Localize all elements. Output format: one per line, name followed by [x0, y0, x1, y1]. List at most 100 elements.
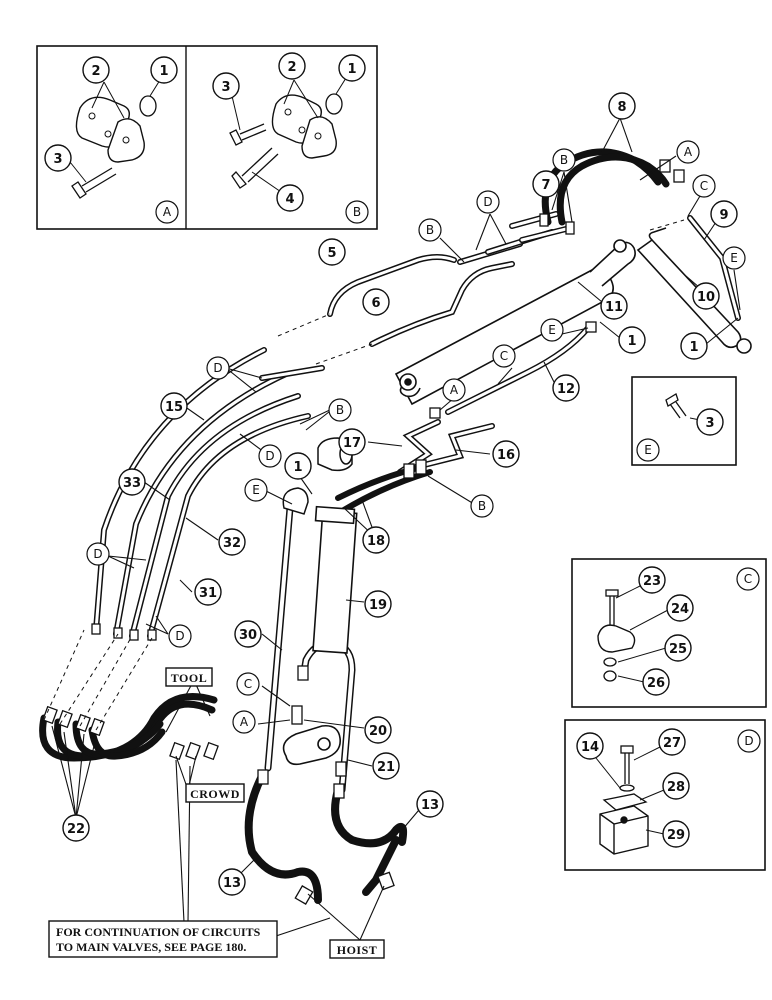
callout-1-hoist: 1	[284, 452, 312, 480]
callout-33: 33	[118, 468, 146, 496]
letter-label: B	[478, 499, 486, 513]
plate-d	[602, 793, 648, 811]
callout-label: 16	[497, 448, 515, 463]
callout-1-mid: 1	[618, 326, 646, 354]
callout-label: 27	[663, 736, 681, 751]
letter-e-mid: E	[540, 318, 564, 342]
letter-d-upper-left: D	[206, 356, 230, 380]
callout-18: 18	[362, 526, 390, 554]
inset-ab-leaders	[69, 77, 347, 195]
hoist-cylinder-19	[282, 505, 358, 766]
o-ring-a	[139, 95, 157, 117]
label-crowd: CROWD	[185, 783, 245, 803]
letter-label: C	[744, 572, 752, 586]
clamp-c	[597, 624, 636, 653]
callout-10: 10	[692, 282, 720, 310]
letter-c-lower: C	[236, 672, 260, 696]
callout-2-inset-a: 2	[82, 56, 110, 84]
split-flange-halves-a	[75, 96, 145, 163]
letter-label: C	[500, 349, 508, 363]
callout-11: 11	[600, 292, 628, 320]
callout-label: 28	[667, 780, 685, 795]
callout-label: 31	[199, 586, 217, 601]
letter-label: A	[240, 715, 249, 729]
callout-3-inset-a: 3	[44, 144, 72, 172]
callout-22: 22	[62, 814, 90, 842]
letter-label: D	[213, 361, 222, 375]
callout-32: 32	[218, 528, 246, 556]
letter-label: E	[252, 483, 260, 497]
bolt-e	[665, 393, 687, 419]
number-callouts: 1 2 3 3 2 1 4 8 7 9 5 6 10 11 1 1 12 3 1…	[44, 52, 738, 896]
callout-31: 31	[194, 578, 222, 606]
callout-label: 1	[627, 334, 636, 349]
callout-8: 8	[608, 92, 636, 120]
callout-label: 29	[667, 828, 685, 843]
letter-label: D	[483, 195, 492, 209]
callout-label: 6	[371, 296, 380, 311]
label-tool-text: TOOL	[171, 671, 207, 685]
callout-label: 4	[285, 192, 294, 207]
label-crowd-text: CROWD	[190, 787, 240, 801]
callout-3-inset-e: 3	[696, 408, 724, 436]
bolt-d	[620, 745, 634, 784]
callout-27: 27	[658, 728, 686, 756]
callout-1-inset-a: 1	[150, 56, 178, 84]
inset-a-b	[36, 45, 378, 230]
callout-label: 20	[369, 724, 387, 739]
callout-3-inset-b: 3	[212, 72, 240, 100]
continuation-note: FOR CONTINUATION OF CIRCUITS TO MAIN VAL…	[48, 920, 278, 958]
letter-c-inset: C	[736, 567, 760, 591]
callout-label: 9	[719, 208, 728, 223]
callout-label: 15	[165, 400, 183, 415]
letter-e-right: E	[722, 246, 746, 270]
callout-label: 22	[67, 822, 85, 837]
callout-7: 7	[532, 170, 560, 198]
callout-label: 12	[557, 382, 575, 397]
washer-c	[603, 657, 617, 667]
callout-label: 21	[377, 760, 395, 775]
callout-21: 21	[372, 752, 400, 780]
callout-28: 28	[662, 772, 690, 800]
callout-17: 17	[338, 428, 366, 456]
callout-5: 5	[318, 238, 346, 266]
callout-1-right: 1	[680, 332, 708, 360]
callout-16: 16	[492, 440, 520, 468]
letter-d-left: D	[86, 542, 110, 566]
label-tool: TOOL	[165, 667, 213, 687]
callout-6: 6	[362, 288, 390, 316]
callout-12: 12	[552, 374, 580, 402]
inset-d	[564, 719, 766, 871]
fitting-ends	[42, 159, 685, 905]
callout-13-left: 13	[218, 868, 246, 896]
callout-label: 23	[643, 574, 661, 589]
callout-label: 1	[159, 64, 168, 79]
callout-label: 13	[223, 876, 241, 891]
callout-label: 1	[293, 460, 302, 475]
callout-label: 25	[669, 642, 687, 657]
letter-b-right-mid: B	[470, 494, 494, 518]
letter-d-top: D	[476, 190, 500, 214]
callout-15: 15	[160, 392, 188, 420]
letter-label: A	[163, 205, 172, 219]
letter-b-left-mid: B	[328, 398, 352, 422]
clamp-block-d	[599, 805, 649, 855]
callout-label: 32	[223, 536, 241, 551]
callout-13-right: 13	[416, 790, 444, 818]
letter-label: D	[93, 547, 102, 561]
letter-a-top: A	[676, 140, 700, 164]
letter-a-lower: A	[232, 710, 256, 734]
inset-e	[631, 376, 737, 466]
callout-label: 18	[367, 534, 385, 549]
nut-c	[603, 670, 617, 682]
callout-9: 9	[710, 200, 738, 228]
letter-label: E	[548, 323, 556, 337]
elbow-30-top	[282, 487, 309, 515]
callout-label: 19	[369, 598, 387, 613]
callout-label: 7	[541, 178, 550, 193]
letter-label: A	[450, 383, 459, 397]
letter-e-hoist: E	[244, 478, 268, 502]
dashed-connections	[43, 219, 685, 731]
